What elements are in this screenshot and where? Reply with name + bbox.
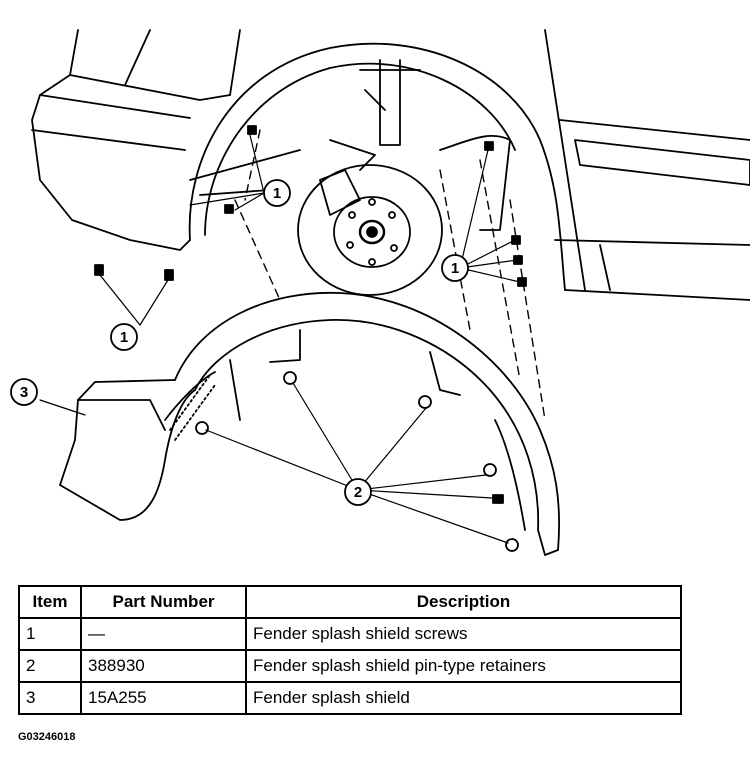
splash-shield — [59, 291, 560, 556]
screws — [94, 125, 527, 504]
callout-3: 3 — [10, 378, 38, 406]
callout-1-right: 1 — [441, 254, 469, 282]
part-number-cell: 15A255 — [80, 681, 247, 715]
front-bumper — [31, 29, 241, 251]
description-cell: Fender splash shield screws — [245, 617, 682, 651]
table-row: 2 388930 Fender splash shield pin-type r… — [18, 649, 682, 683]
fender-splash-shield-diagram: 1 1 1 2 3 — [10, 29, 750, 556]
suspension — [329, 59, 511, 231]
column-header-item: Item — [18, 585, 82, 619]
svg-text:1: 1 — [120, 329, 128, 346]
item-cell: 3 — [18, 681, 82, 715]
part-number-cell: 388930 — [80, 649, 247, 683]
column-header-description: Description — [245, 585, 682, 619]
part-number-cell: — — [80, 617, 247, 651]
description-cell: Fender splash shield — [245, 681, 682, 715]
column-header-part-number: Part Number — [80, 585, 247, 619]
description-cell: Fender splash shield pin-type retainers — [245, 649, 682, 683]
svg-text:1: 1 — [451, 260, 459, 277]
assembly-lines — [234, 129, 546, 421]
wheel-arch — [188, 29, 750, 301]
pin-retainers — [195, 371, 519, 552]
callout-1-left: 1 — [110, 323, 138, 351]
callout-1-top: 1 — [263, 179, 291, 207]
parts-table: Item Part Number Description 1 — Fender … — [18, 585, 682, 715]
brake-rotor — [297, 164, 443, 296]
item-cell: 2 — [18, 649, 82, 683]
table-row: 1 — Fender splash shield screws — [18, 617, 682, 651]
svg-text:1: 1 — [273, 185, 281, 202]
table-header-row: Item Part Number Description — [18, 585, 682, 619]
figure-id: G03246018 — [18, 731, 76, 743]
svg-text:3: 3 — [20, 384, 28, 401]
table-row: 3 15A255 Fender splash shield — [18, 681, 682, 715]
leader-lines — [39, 134, 521, 544]
svg-text:2: 2 — [354, 484, 362, 501]
callout-2: 2 — [344, 478, 372, 506]
item-cell: 1 — [18, 617, 82, 651]
